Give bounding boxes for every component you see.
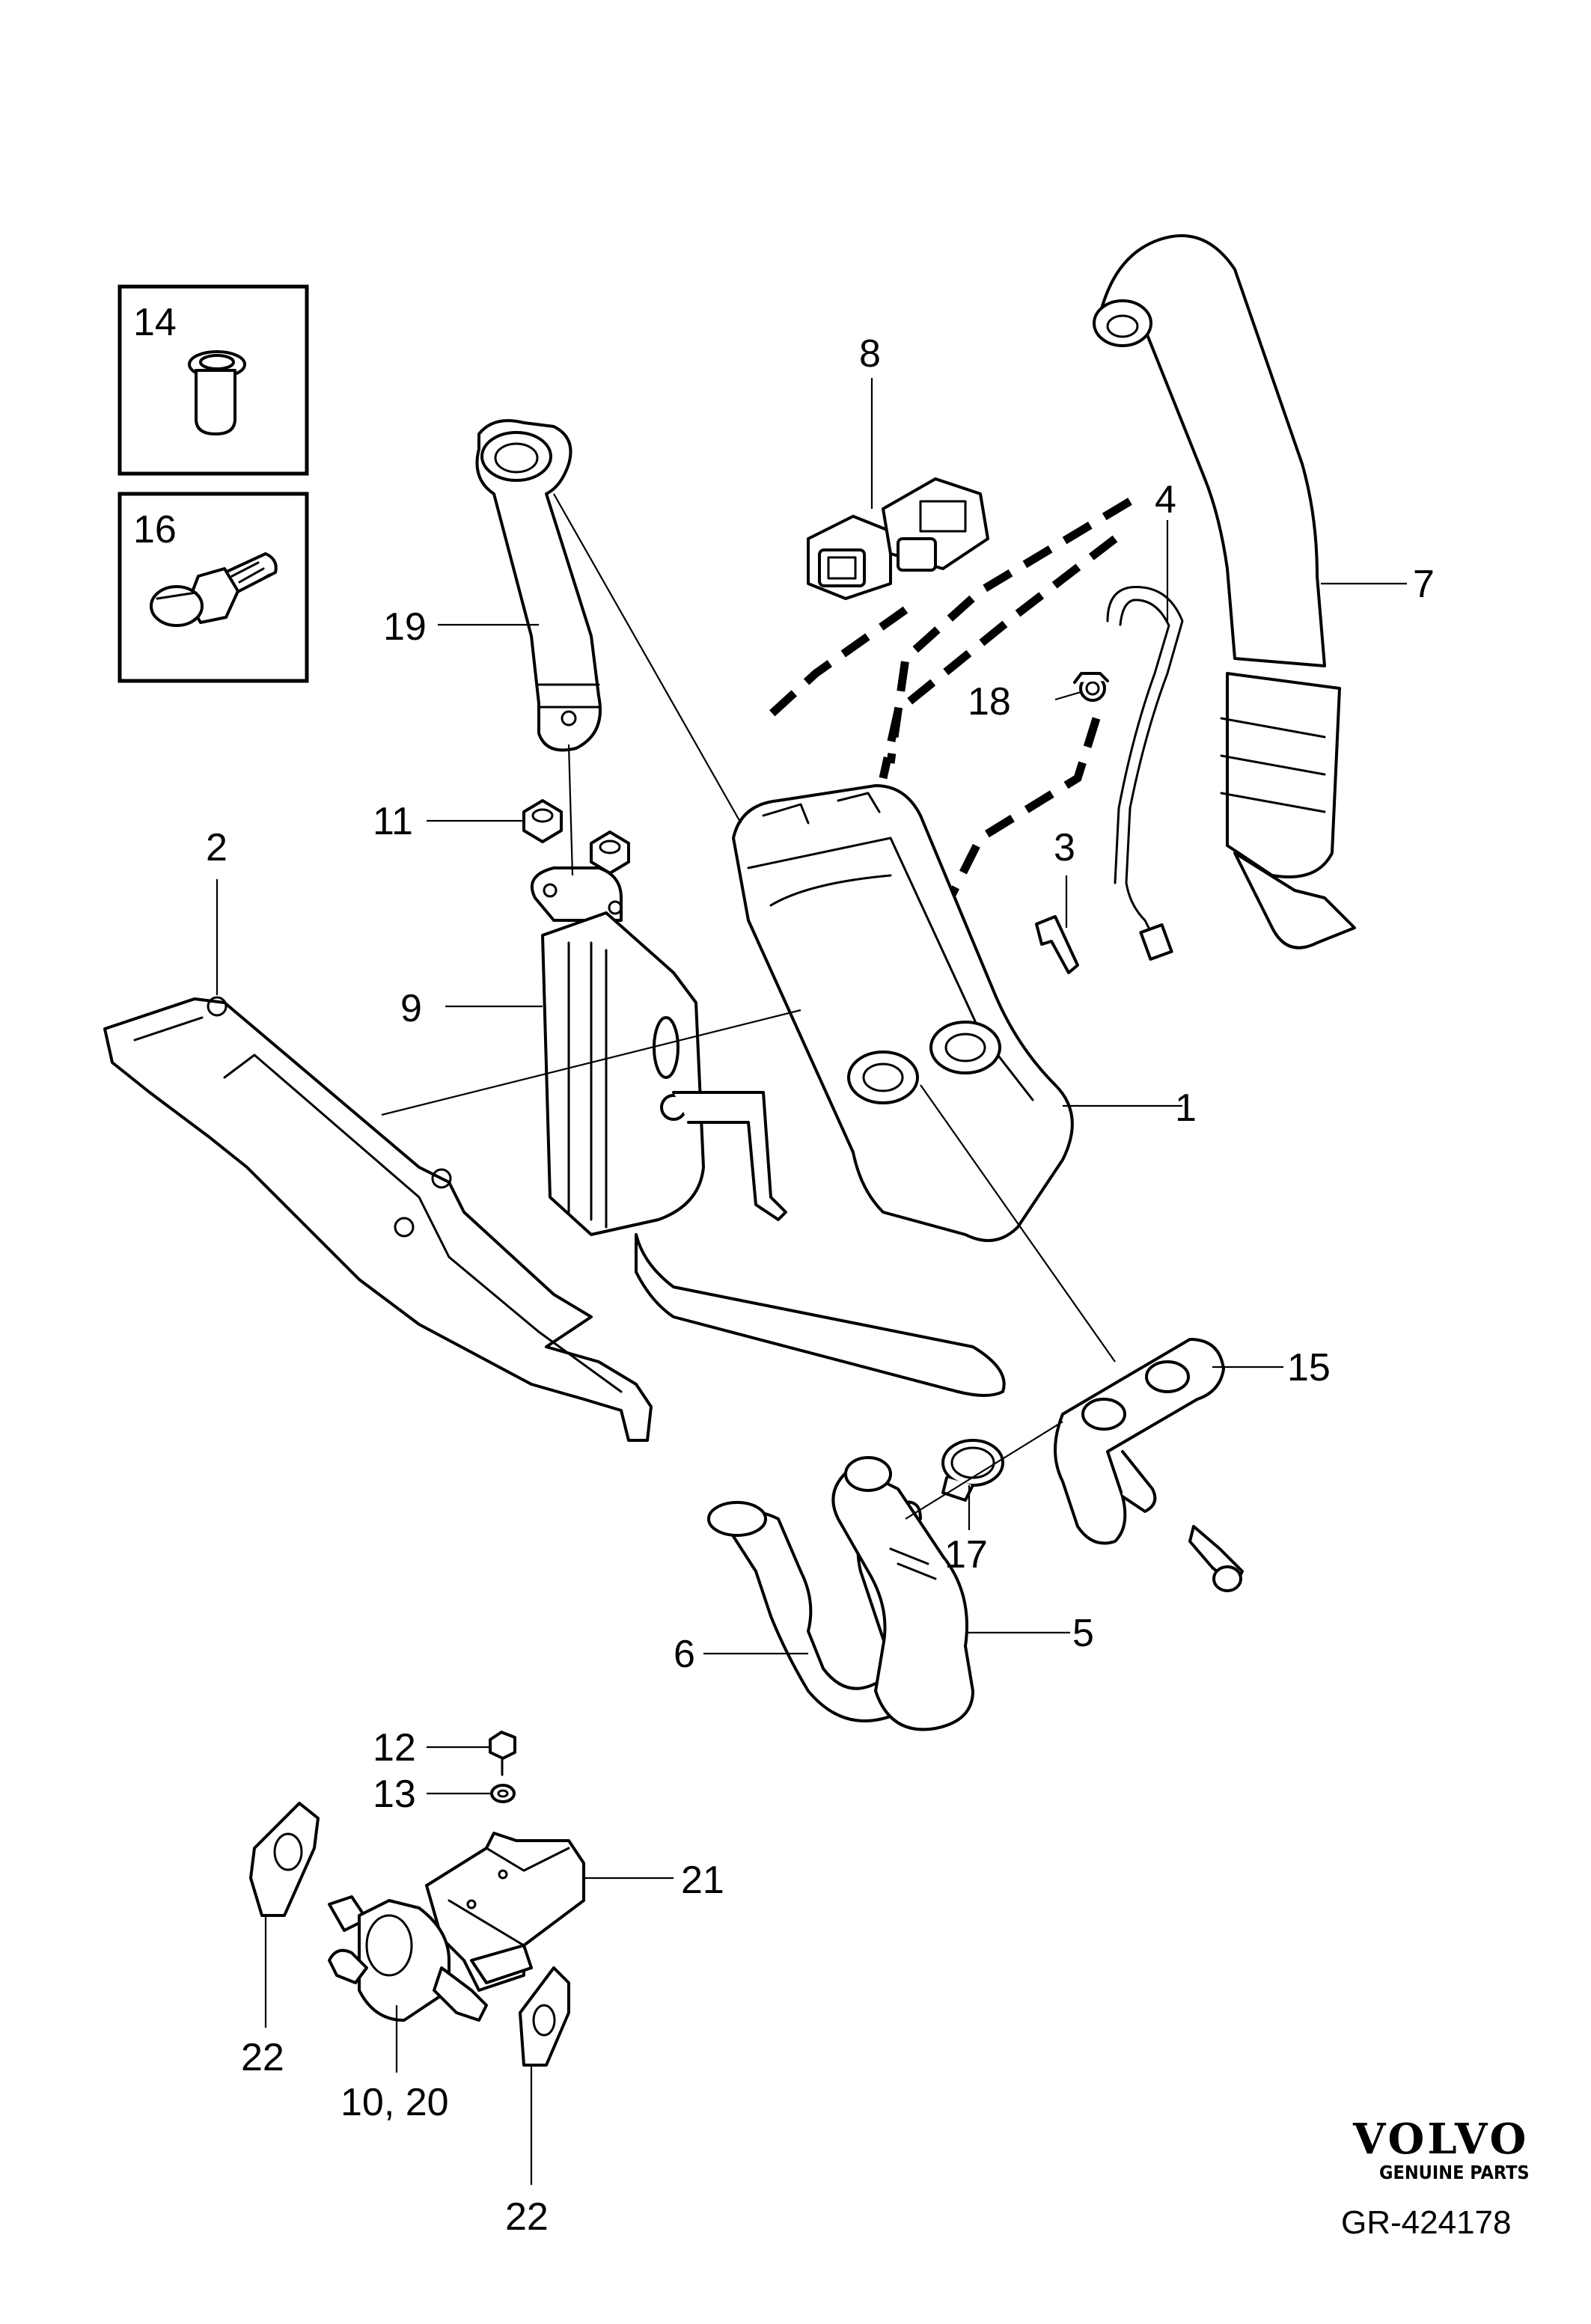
routing-dash-2: [886, 498, 1132, 764]
callout-10-20: 10, 20: [341, 2081, 449, 2124]
vent-pipe-part-4: [1106, 586, 1184, 961]
callout-5: 5: [1072, 1612, 1094, 1655]
pipe-part-19: [475, 419, 602, 752]
bracket-part-21: [425, 1832, 585, 1992]
leader-long-19-to-1: [553, 493, 742, 824]
callout-22-right: 22: [505, 2195, 549, 2239]
clip-part-22-right: [519, 1966, 570, 2067]
canister-part-1: [732, 784, 1074, 1242]
callout-19: 19: [383, 605, 427, 649]
tee-connector-part-15: [1054, 1338, 1244, 1592]
routing-dash-1: [768, 606, 909, 718]
clip-part-18: [1073, 672, 1109, 702]
callout-15: 15: [1287, 1346, 1331, 1389]
leader-long-17: [905, 1421, 1063, 1520]
callout-4: 4: [1155, 478, 1176, 522]
routing-dash-4: [947, 717, 1101, 900]
bracket-part-3: [1035, 915, 1079, 974]
bolt-part-12: [489, 1731, 516, 1776]
callout-13: 13: [373, 1773, 416, 1816]
brand-logo: VOLVO: [1352, 2114, 1529, 2164]
callout-18: 18: [968, 680, 1011, 724]
brand-tagline: GENUINE PARTS: [1379, 2162, 1530, 2183]
washer-part-13: [490, 1784, 516, 1803]
flange-bolt-icon: [150, 552, 278, 627]
leader-long-15-to-1: [920, 1084, 1116, 1363]
rivet-nut-icon: [188, 350, 246, 435]
silencer-part-9: [531, 866, 1006, 1397]
connector-part-8: [807, 477, 989, 600]
callout-2: 2: [206, 826, 227, 869]
callout-21: 21: [681, 1859, 724, 1902]
callout-14: 14: [133, 301, 177, 344]
hose-part-7: [1093, 234, 1356, 950]
callout-1: 1: [1175, 1086, 1197, 1130]
clip-part-22-left: [249, 1802, 320, 1917]
callout-16: 16: [133, 508, 177, 551]
callout-3: 3: [1054, 826, 1075, 869]
callout-11: 11: [373, 800, 413, 843]
callout-12: 12: [373, 1726, 416, 1770]
leader-long-2-to-1: [381, 1009, 801, 1116]
nut-part-11: [522, 799, 630, 875]
callout-8: 8: [859, 332, 881, 376]
hose-clamp-part-17: [941, 1439, 1004, 1502]
routing-dash-3: [879, 535, 1118, 780]
bracket-part-2: [103, 996, 653, 1442]
callout-17: 17: [944, 1533, 988, 1577]
callout-9: 9: [400, 987, 422, 1030]
hose-part-5: [831, 1456, 974, 1731]
callout-6: 6: [674, 1633, 695, 1676]
leader-18: [1054, 691, 1081, 701]
callout-22-left: 22: [241, 2036, 284, 2079]
filter-part-10-20: [328, 1895, 488, 2022]
leader-long-19-9: [567, 744, 574, 876]
callout-7: 7: [1413, 563, 1435, 606]
diagram-reference: GR-424178: [1341, 2204, 1511, 2241]
